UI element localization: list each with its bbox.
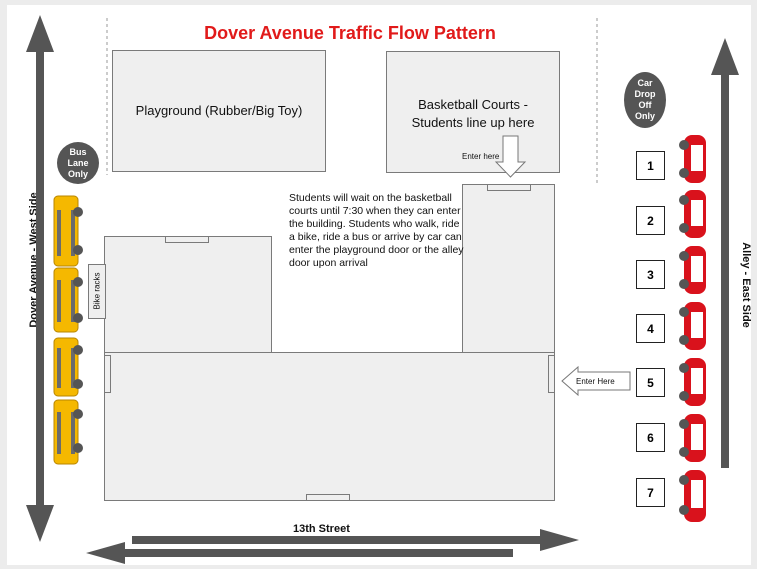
drop-off-spot: 4: [636, 314, 665, 343]
basketball-courts-label: Basketball Courts - Students line up her…: [411, 97, 535, 130]
door-left-wing: [165, 236, 209, 243]
red-car: [679, 470, 706, 522]
playground-label: Playground (Rubber/Big Toy): [135, 103, 303, 118]
drop-off-spot: 5: [636, 368, 665, 397]
drop-off-spot: 1: [636, 151, 665, 180]
street-label: 13th Street: [293, 523, 350, 535]
east-one-way-arrow: [711, 38, 739, 468]
school-bus: [53, 195, 83, 267]
drop-off-spot: 6: [636, 423, 665, 452]
enter-here-right-arrow: [561, 365, 631, 397]
red-car: [679, 302, 706, 350]
car-drop-label: Car Drop Off Only: [634, 78, 656, 121]
red-car: [679, 414, 706, 462]
enter-here-top-label: Enter here: [462, 152, 500, 161]
drop-off-spot: 3: [636, 260, 665, 289]
bike-racks: [88, 264, 106, 319]
school-bus: [53, 337, 83, 397]
page-title: Dover Avenue Traffic Flow Pattern: [204, 23, 496, 43]
arrival-note: Students will wait on the basketball cou…: [289, 192, 464, 269]
door-west: [104, 355, 111, 393]
school-bus: [53, 267, 83, 333]
playground-area: [112, 50, 326, 172]
building-right-wing: [462, 184, 555, 354]
building-main-hall: [104, 352, 555, 501]
basketball-courts-area: [386, 51, 560, 173]
school-bus: [53, 399, 83, 465]
drop-off-spot: 2: [636, 206, 665, 235]
bus-lane-label: Bus Lane Only: [67, 146, 89, 179]
red-car: [679, 246, 706, 294]
car-drop-badge: Car Drop Off Only: [624, 72, 666, 128]
enter-here-right-label: Enter Here: [576, 377, 615, 386]
door-basketball: [487, 184, 531, 191]
street-arrow-east: [132, 529, 579, 551]
door-bottom: [306, 494, 350, 501]
bus-lane-badge: Bus Lane Only: [57, 142, 99, 184]
red-car: [679, 358, 706, 406]
drop-off-spot: 7: [636, 478, 665, 507]
red-car: [679, 190, 706, 238]
enter-here-top-arrow: [494, 135, 527, 178]
west-two-way-arrow: [26, 15, 54, 542]
door-alley: [548, 355, 555, 393]
red-car: [679, 135, 706, 183]
street-arrow-west: [86, 542, 513, 564]
